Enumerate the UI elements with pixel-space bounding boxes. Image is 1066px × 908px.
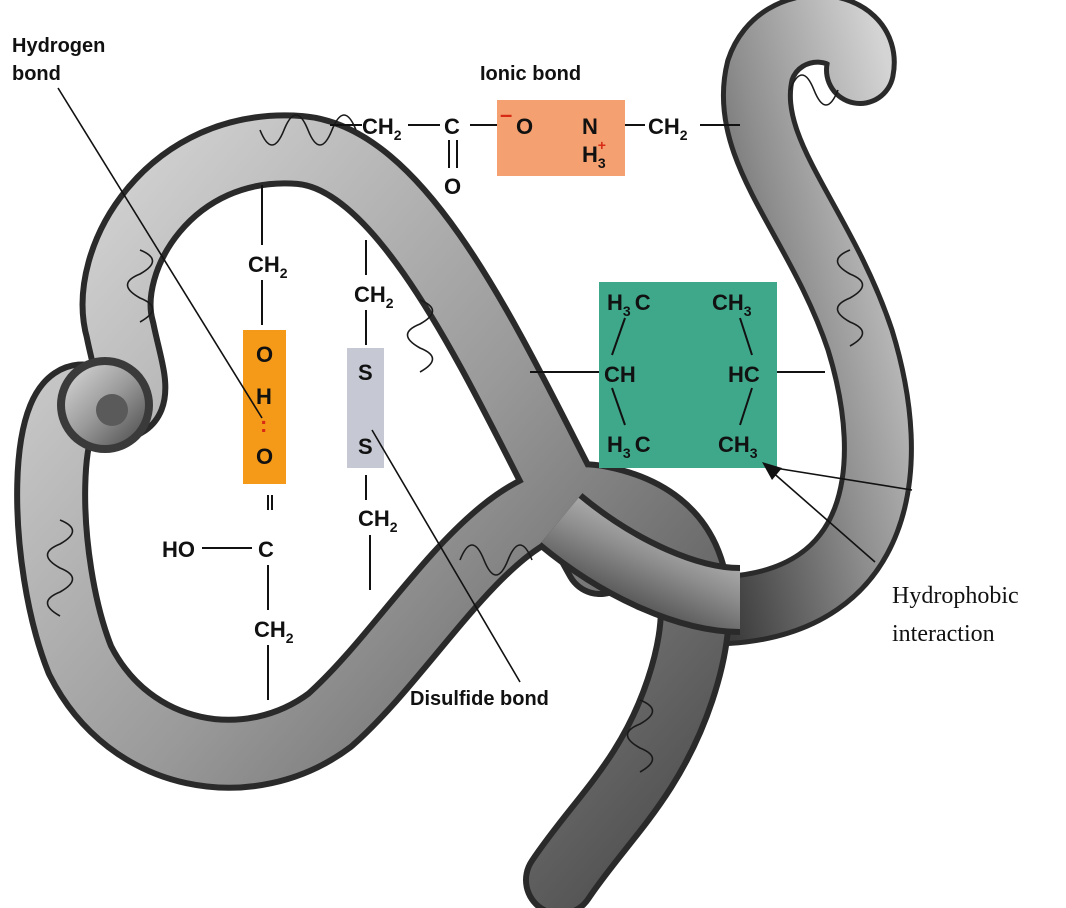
hydrophobic-hc-right: HC (728, 362, 760, 387)
hbond-ho: HO (162, 537, 195, 562)
disulfide-ch2-bottom: CH (358, 506, 390, 531)
ionic-ch2-right: CH (648, 114, 680, 139)
hbond-oxygen-top: O (256, 342, 273, 367)
hydrophobic-ch-left: CH (604, 362, 636, 387)
label-disulfide-bond: Disulfide bond (410, 688, 549, 710)
svg-text:CH2: CH2 (648, 114, 688, 143)
label-ionic-bond: Ionic bond (480, 63, 581, 85)
svg-text:CH2: CH2 (354, 282, 394, 311)
ionic-ch2-left: CH (362, 114, 394, 139)
hbond-ch2-top: CH (248, 252, 280, 277)
ionic-carbonyl-oxygen: O (444, 174, 461, 199)
label-hydrogen-line2: bond (12, 63, 61, 85)
hbond-hydrogen: H (256, 384, 272, 409)
label-hydrogen-line1: Hydrogen (12, 35, 105, 57)
hydrophobic-h3c-bottom: H (607, 432, 623, 457)
hbond-carbon: C (258, 537, 274, 562)
ionic-h3: H (582, 142, 598, 167)
hydrophobic-ch3-bottom: CH (718, 432, 750, 457)
disulfide-sulfur-bottom: S (358, 434, 373, 459)
ionic-oxygen: O (516, 114, 533, 139)
svg-text:CH2: CH2 (362, 114, 402, 143)
hydrophobic-ch3-top: CH (712, 290, 744, 315)
ionic-minus-sign: – (500, 102, 512, 127)
svg-text:CH2: CH2 (358, 506, 398, 535)
svg-text:CH2: CH2 (248, 252, 288, 281)
label-hydrophobic-line1: Hydrophobic (892, 583, 1019, 609)
disulfide-ch2-top: CH (354, 282, 386, 307)
ionic-nitrogen: N (582, 114, 598, 139)
hydrophobic-h3c-top: H (607, 290, 623, 315)
hbond-ch2-bottom: CH (254, 617, 286, 642)
ionic-carbon: C (444, 114, 460, 139)
disulfide-sulfur-top: S (358, 360, 373, 385)
label-hydrophobic-line2: interaction (892, 621, 995, 647)
hbond-oxygen-bottom: O (256, 444, 273, 469)
svg-text:CH2: CH2 (254, 617, 294, 646)
